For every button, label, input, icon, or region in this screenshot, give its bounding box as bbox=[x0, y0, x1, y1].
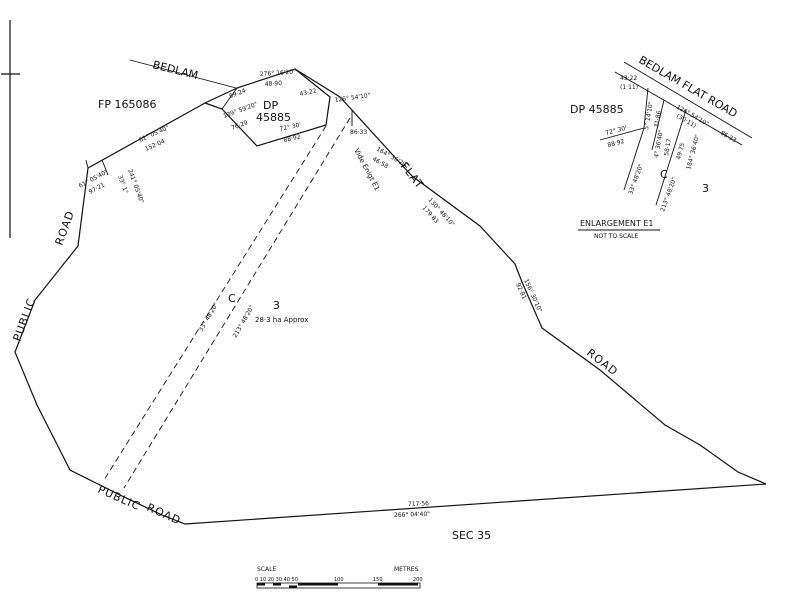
enl-road-line-1 bbox=[614, 71, 743, 146]
scale-tick-150: 150 bbox=[373, 577, 383, 583]
scale-tick-small: 0 10 20 30 40 50 bbox=[255, 577, 298, 583]
enl-c-label: C bbox=[660, 168, 668, 181]
dp-bottom-distance: 88·92 bbox=[283, 134, 301, 144]
enl-right-line bbox=[655, 109, 687, 206]
dp-bottom-bearing: 72° 30' bbox=[279, 121, 302, 132]
bottom-bearing: 266° 04'40" bbox=[394, 511, 431, 519]
bedlam-road-line bbox=[129, 59, 237, 89]
left-tick-line-2 bbox=[101, 159, 109, 176]
enl-bearing-r2: 184° 36'40" bbox=[685, 134, 701, 171]
left-bearing-3: 241° 05'40" bbox=[126, 168, 145, 204]
enl-dist-1: 43·22 bbox=[620, 75, 637, 82]
enl-road-line-2 bbox=[623, 61, 753, 139]
enl-dist-left: 88·92 bbox=[607, 138, 626, 149]
lot-3-label: 3 bbox=[273, 299, 280, 312]
enl-left-line bbox=[623, 127, 645, 191]
scale-bar: SCALE METRES 0 10 20 30 40 50 100 150 20… bbox=[255, 566, 423, 589]
road-left-label: ROAD bbox=[53, 209, 78, 247]
scale-seg-5 bbox=[378, 583, 418, 586]
enl-bearing-ll: 33° 48'20" bbox=[627, 163, 645, 196]
left-bearing-2: 33° 1" bbox=[116, 174, 129, 195]
enl-dist-mid: 31·86 bbox=[653, 110, 663, 128]
scale-tick-200: 200 bbox=[413, 577, 423, 583]
scale-label: SCALE bbox=[257, 566, 276, 573]
area-label: 28·3 ha Approx bbox=[255, 316, 308, 324]
left-tick-line bbox=[85, 159, 89, 169]
enl-dist-1b: (1·11) bbox=[620, 84, 638, 91]
scale-tick-100: 100 bbox=[334, 577, 344, 583]
road-bearing-2: 213° 48'20" bbox=[232, 304, 256, 339]
fp-label: FP 165086 bbox=[98, 98, 156, 111]
scale-seg-3 bbox=[289, 585, 297, 588]
enl-bearing-mid: 5° 14'10" bbox=[643, 101, 655, 130]
road-bearing-1: 33° 48'20" bbox=[198, 301, 220, 333]
enl-subtitle: NOT TO SCALE bbox=[594, 233, 639, 240]
enl-dist-r: 86·33 bbox=[719, 130, 738, 145]
scale-units: METRES bbox=[394, 566, 419, 573]
top-bearing: 276° 16'20" bbox=[260, 68, 297, 78]
flat-bearing-1: 126° 54'10" bbox=[334, 92, 371, 104]
flat-distance-1: 86·33 bbox=[350, 129, 367, 136]
dp-right-distance: 43·22 bbox=[299, 88, 317, 98]
enl-bearing-rr: 213° 48'20" bbox=[659, 176, 678, 212]
scale-seg-2 bbox=[273, 583, 281, 586]
bedlam-label: BEDLAM bbox=[151, 58, 199, 82]
scale-seg-1 bbox=[257, 583, 265, 586]
road-bottom-label: ROAD bbox=[145, 501, 183, 528]
enlargement-e1: BEDLAM FLAT ROAD DP 45885 43·22 (1·11) 1… bbox=[570, 53, 753, 240]
lot-boundary bbox=[14, 68, 767, 525]
public-left-label: PUBLIC bbox=[11, 296, 39, 343]
scale-seg-4 bbox=[298, 583, 338, 586]
enl-bearing-mid2: 4° 36'40" bbox=[653, 129, 665, 158]
dp-label: DP bbox=[263, 99, 278, 112]
bottom-distance: 717·56 bbox=[408, 500, 429, 508]
vide-label: Vide Enlgt E1 bbox=[352, 147, 381, 192]
sec-label: SEC 35 bbox=[452, 529, 491, 542]
enl-bearing-r: 49·75 bbox=[675, 142, 686, 161]
enl-3-label: 3 bbox=[702, 182, 709, 195]
dp-number-label: 45885 bbox=[256, 111, 291, 124]
enl-dp-label: DP 45885 bbox=[570, 103, 624, 116]
road-reserve-right bbox=[123, 117, 351, 489]
public-bottom-label: PUBLIC bbox=[96, 483, 143, 513]
enl-mid-line bbox=[651, 99, 665, 151]
enl-title: ENLARGEMENT E1 bbox=[580, 219, 653, 228]
enl-dist-mid2: 58·17 bbox=[663, 138, 673, 156]
top-distance: 48·90 bbox=[265, 80, 283, 88]
lot-c-label: C bbox=[228, 292, 236, 305]
dp-left-distance: 69·24 bbox=[228, 87, 247, 100]
dp-division-line bbox=[221, 87, 238, 110]
dp-inner-bearing: 139° 59'20" bbox=[222, 101, 258, 120]
dp-lot-boundary bbox=[204, 68, 331, 147]
